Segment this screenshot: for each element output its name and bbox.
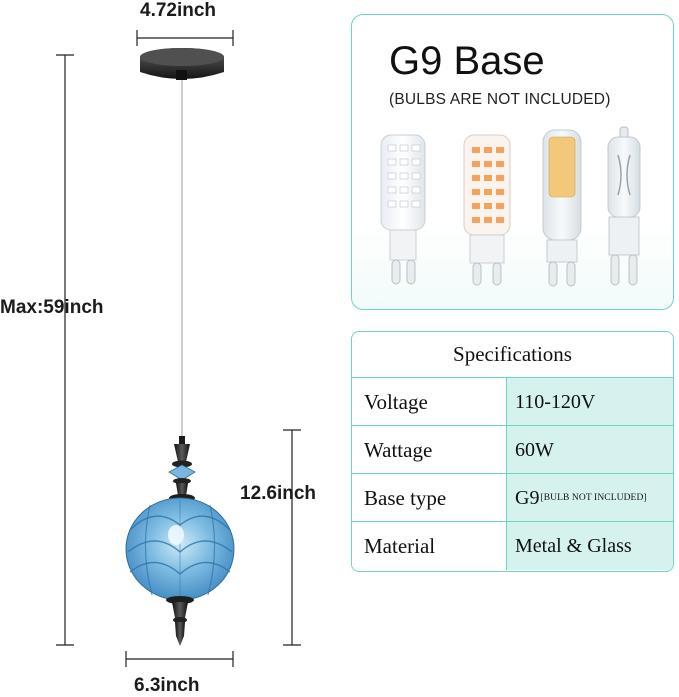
spec-value-note: [BULB NOT INCLUDED] xyxy=(540,493,647,503)
max-length-value: 59inch xyxy=(43,297,104,318)
spec-row-material: Material Metal & Glass xyxy=(352,521,673,570)
max-length-label: Max:59inch xyxy=(0,297,104,319)
cob-glass-bulb xyxy=(542,129,582,287)
spec-key: Voltage xyxy=(352,378,507,426)
halogen-bulb xyxy=(607,126,641,286)
g9-base-panel: G9 Base (BULBS ARE NOT INCLUDED) xyxy=(351,14,674,310)
lamp-top-finial xyxy=(168,436,196,502)
shade-height-dimension xyxy=(283,429,301,646)
specifications-table: Specifications Voltage 110-120V Wattage … xyxy=(351,331,674,572)
g9-bulbs-illustration xyxy=(380,126,641,287)
spec-row-voltage: Voltage 110-120V xyxy=(352,377,673,426)
spec-key: Material xyxy=(352,522,507,570)
canopy-width-label: 4.72inch xyxy=(140,0,217,21)
spec-value: G9 xyxy=(515,486,540,509)
max-length-prefix: Max: xyxy=(0,297,44,318)
spec-value: 110-120V xyxy=(507,378,673,426)
spec-value: 60W xyxy=(507,426,673,474)
spec-key: Base type xyxy=(352,474,507,522)
g9-title: G9 Base xyxy=(389,39,545,83)
lamp-bottom-finial xyxy=(166,596,194,646)
led-white-bulb xyxy=(380,134,426,285)
g9-subtitle: (BULBS ARE NOT INCLUDED) xyxy=(389,91,611,108)
specifications-title: Specifications xyxy=(453,342,572,366)
spec-row-base-type: Base type G9[BULB NOT INCLUDED] xyxy=(352,473,673,522)
canopy-width-dimension xyxy=(136,30,234,46)
max-length-dimension xyxy=(56,54,74,646)
led-warm-bulb xyxy=(463,134,511,286)
shade-width-label: 6.3inch xyxy=(134,675,200,696)
spec-row-wattage: Wattage 60W xyxy=(352,425,673,474)
pendant-lamp-illustration xyxy=(56,30,301,667)
lamp-canopy xyxy=(140,48,224,80)
spec-key: Wattage xyxy=(352,426,507,474)
lamp-glass-shade xyxy=(125,497,235,601)
shade-width-dimension xyxy=(125,651,234,667)
spec-value: Metal & Glass xyxy=(507,522,673,570)
shade-height-label: 12.6inch xyxy=(240,483,317,504)
spec-value-cell: G9[BULB NOT INCLUDED] xyxy=(507,474,673,522)
